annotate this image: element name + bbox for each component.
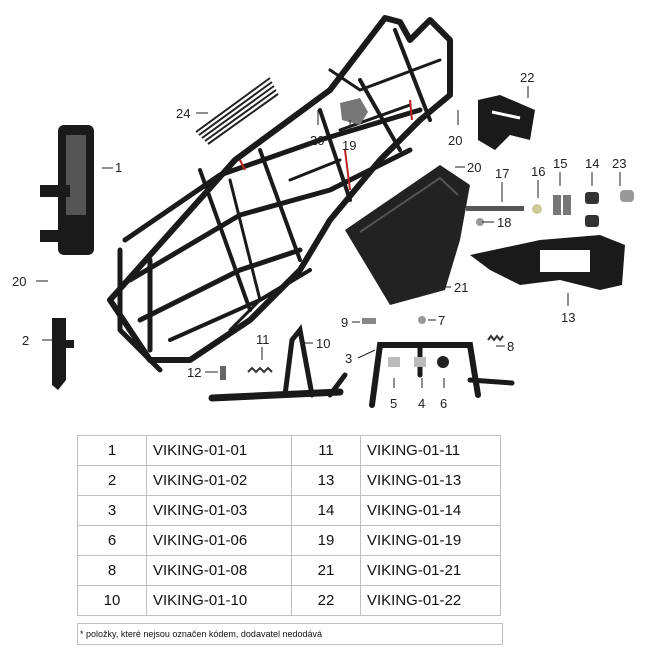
sleeve-5: [388, 357, 400, 367]
callout-2: 2: [22, 333, 29, 348]
callout-22: 22: [520, 70, 534, 85]
part-code: VIKING-01-14: [360, 495, 501, 526]
bolt-9: [362, 318, 376, 324]
part-code: VIKING-01-19: [360, 525, 501, 556]
part-number: 6: [77, 525, 147, 556]
part-number: 19: [291, 525, 361, 556]
rods-24: [195, 77, 279, 145]
part-number: 14: [291, 495, 361, 526]
table-row: 10 VIKING-01-10 22 VIKING-01-22: [77, 585, 501, 616]
part-number: 21: [291, 555, 361, 586]
callout-4: 4: [418, 396, 425, 411]
part-code: VIKING-01-21: [360, 555, 501, 586]
part-number: 11: [291, 435, 361, 466]
callout-20-a: 20: [310, 133, 324, 148]
callout-3: 3: [345, 351, 352, 366]
callout-11: 11: [256, 332, 270, 347]
callout-6: 6: [440, 396, 447, 411]
bracket-2: [52, 318, 74, 390]
table-row: 8 VIKING-01-08 21 VIKING-01-21: [77, 555, 501, 586]
callout-18: 18: [497, 215, 511, 230]
part-number: 2: [77, 465, 147, 496]
callout-17: 17: [495, 166, 509, 181]
callout-20-d: 20: [12, 274, 26, 289]
spring-8: [487, 334, 504, 342]
part-code: VIKING-01-10: [146, 585, 292, 616]
callout-13: 13: [561, 310, 575, 325]
callout-21: 21: [454, 280, 468, 295]
steering-column: [40, 125, 94, 255]
part-number: 10: [77, 585, 147, 616]
side-stand-10: [208, 324, 348, 402]
part-code: VIKING-01-22: [360, 585, 501, 616]
red-accents: [239, 99, 413, 191]
callout-14: 14: [585, 156, 599, 171]
washer-7: [418, 316, 426, 324]
floor-plate-21: [345, 165, 470, 305]
parts-table: 1 VIKING-01-01 11 VIKING-01-11 2 VIKING-…: [77, 435, 501, 616]
callout-20-b: 20: [448, 133, 462, 148]
callout-5: 5: [390, 396, 397, 411]
callout-19: 19: [342, 138, 356, 153]
table-row: 3 VIKING-01-03 14 VIKING-01-14: [77, 495, 501, 526]
part-code: VIKING-01-03: [146, 495, 292, 526]
table-row: 6 VIKING-01-06 19 VIKING-01-19: [77, 525, 501, 556]
spring-11: [247, 366, 273, 374]
callout-20-c: 20: [467, 160, 481, 175]
leader-lines: [36, 86, 621, 388]
callout-labels: 1 2 3 4 5 6 7 8 9 10 11 12 13 14 15 16 1…: [12, 70, 626, 411]
callout-15: 15: [553, 156, 567, 171]
callout-8: 8: [507, 339, 514, 354]
part-number: 1: [77, 435, 147, 466]
callout-24: 24: [176, 106, 190, 121]
table-row: 2 VIKING-01-02 13 VIKING-01-13: [77, 465, 501, 496]
callout-10: 10: [316, 336, 330, 351]
part-code: VIKING-01-11: [360, 435, 501, 466]
callout-16: 16: [531, 164, 545, 179]
bracket-19: [340, 98, 368, 125]
main-frame: [107, 15, 453, 373]
callout-9: 9: [341, 315, 348, 330]
callout-12: 12: [187, 365, 201, 380]
bracket-22: [478, 95, 535, 150]
callout-23: 23: [612, 156, 626, 171]
callout-1: 1: [115, 160, 122, 175]
sleeve-4: [414, 357, 426, 367]
bolt-12: [220, 366, 226, 380]
part-number: 22: [291, 585, 361, 616]
part-code: VIKING-01-08: [146, 555, 292, 586]
part-number: 13: [291, 465, 361, 496]
swingarm-13: [470, 235, 625, 290]
part-number: 8: [77, 555, 147, 586]
table-row: 1 VIKING-01-01 11 VIKING-01-11: [77, 435, 501, 466]
part-code: VIKING-01-02: [146, 465, 292, 496]
part-code: VIKING-01-01: [146, 435, 292, 466]
part-code: VIKING-01-13: [360, 465, 501, 496]
callout-7: 7: [438, 313, 445, 328]
footnote: * položky, které nejsou označen kódem, d…: [77, 623, 503, 645]
part-code: VIKING-01-06: [146, 525, 292, 556]
hardware-set: [466, 190, 634, 227]
parts-diagram: 1 2 3 4 5 6 7 8 9 10 11 12 13 14 15 16 1…: [12, 15, 634, 411]
washer-6: [437, 356, 449, 368]
part-number: 3: [77, 495, 147, 526]
